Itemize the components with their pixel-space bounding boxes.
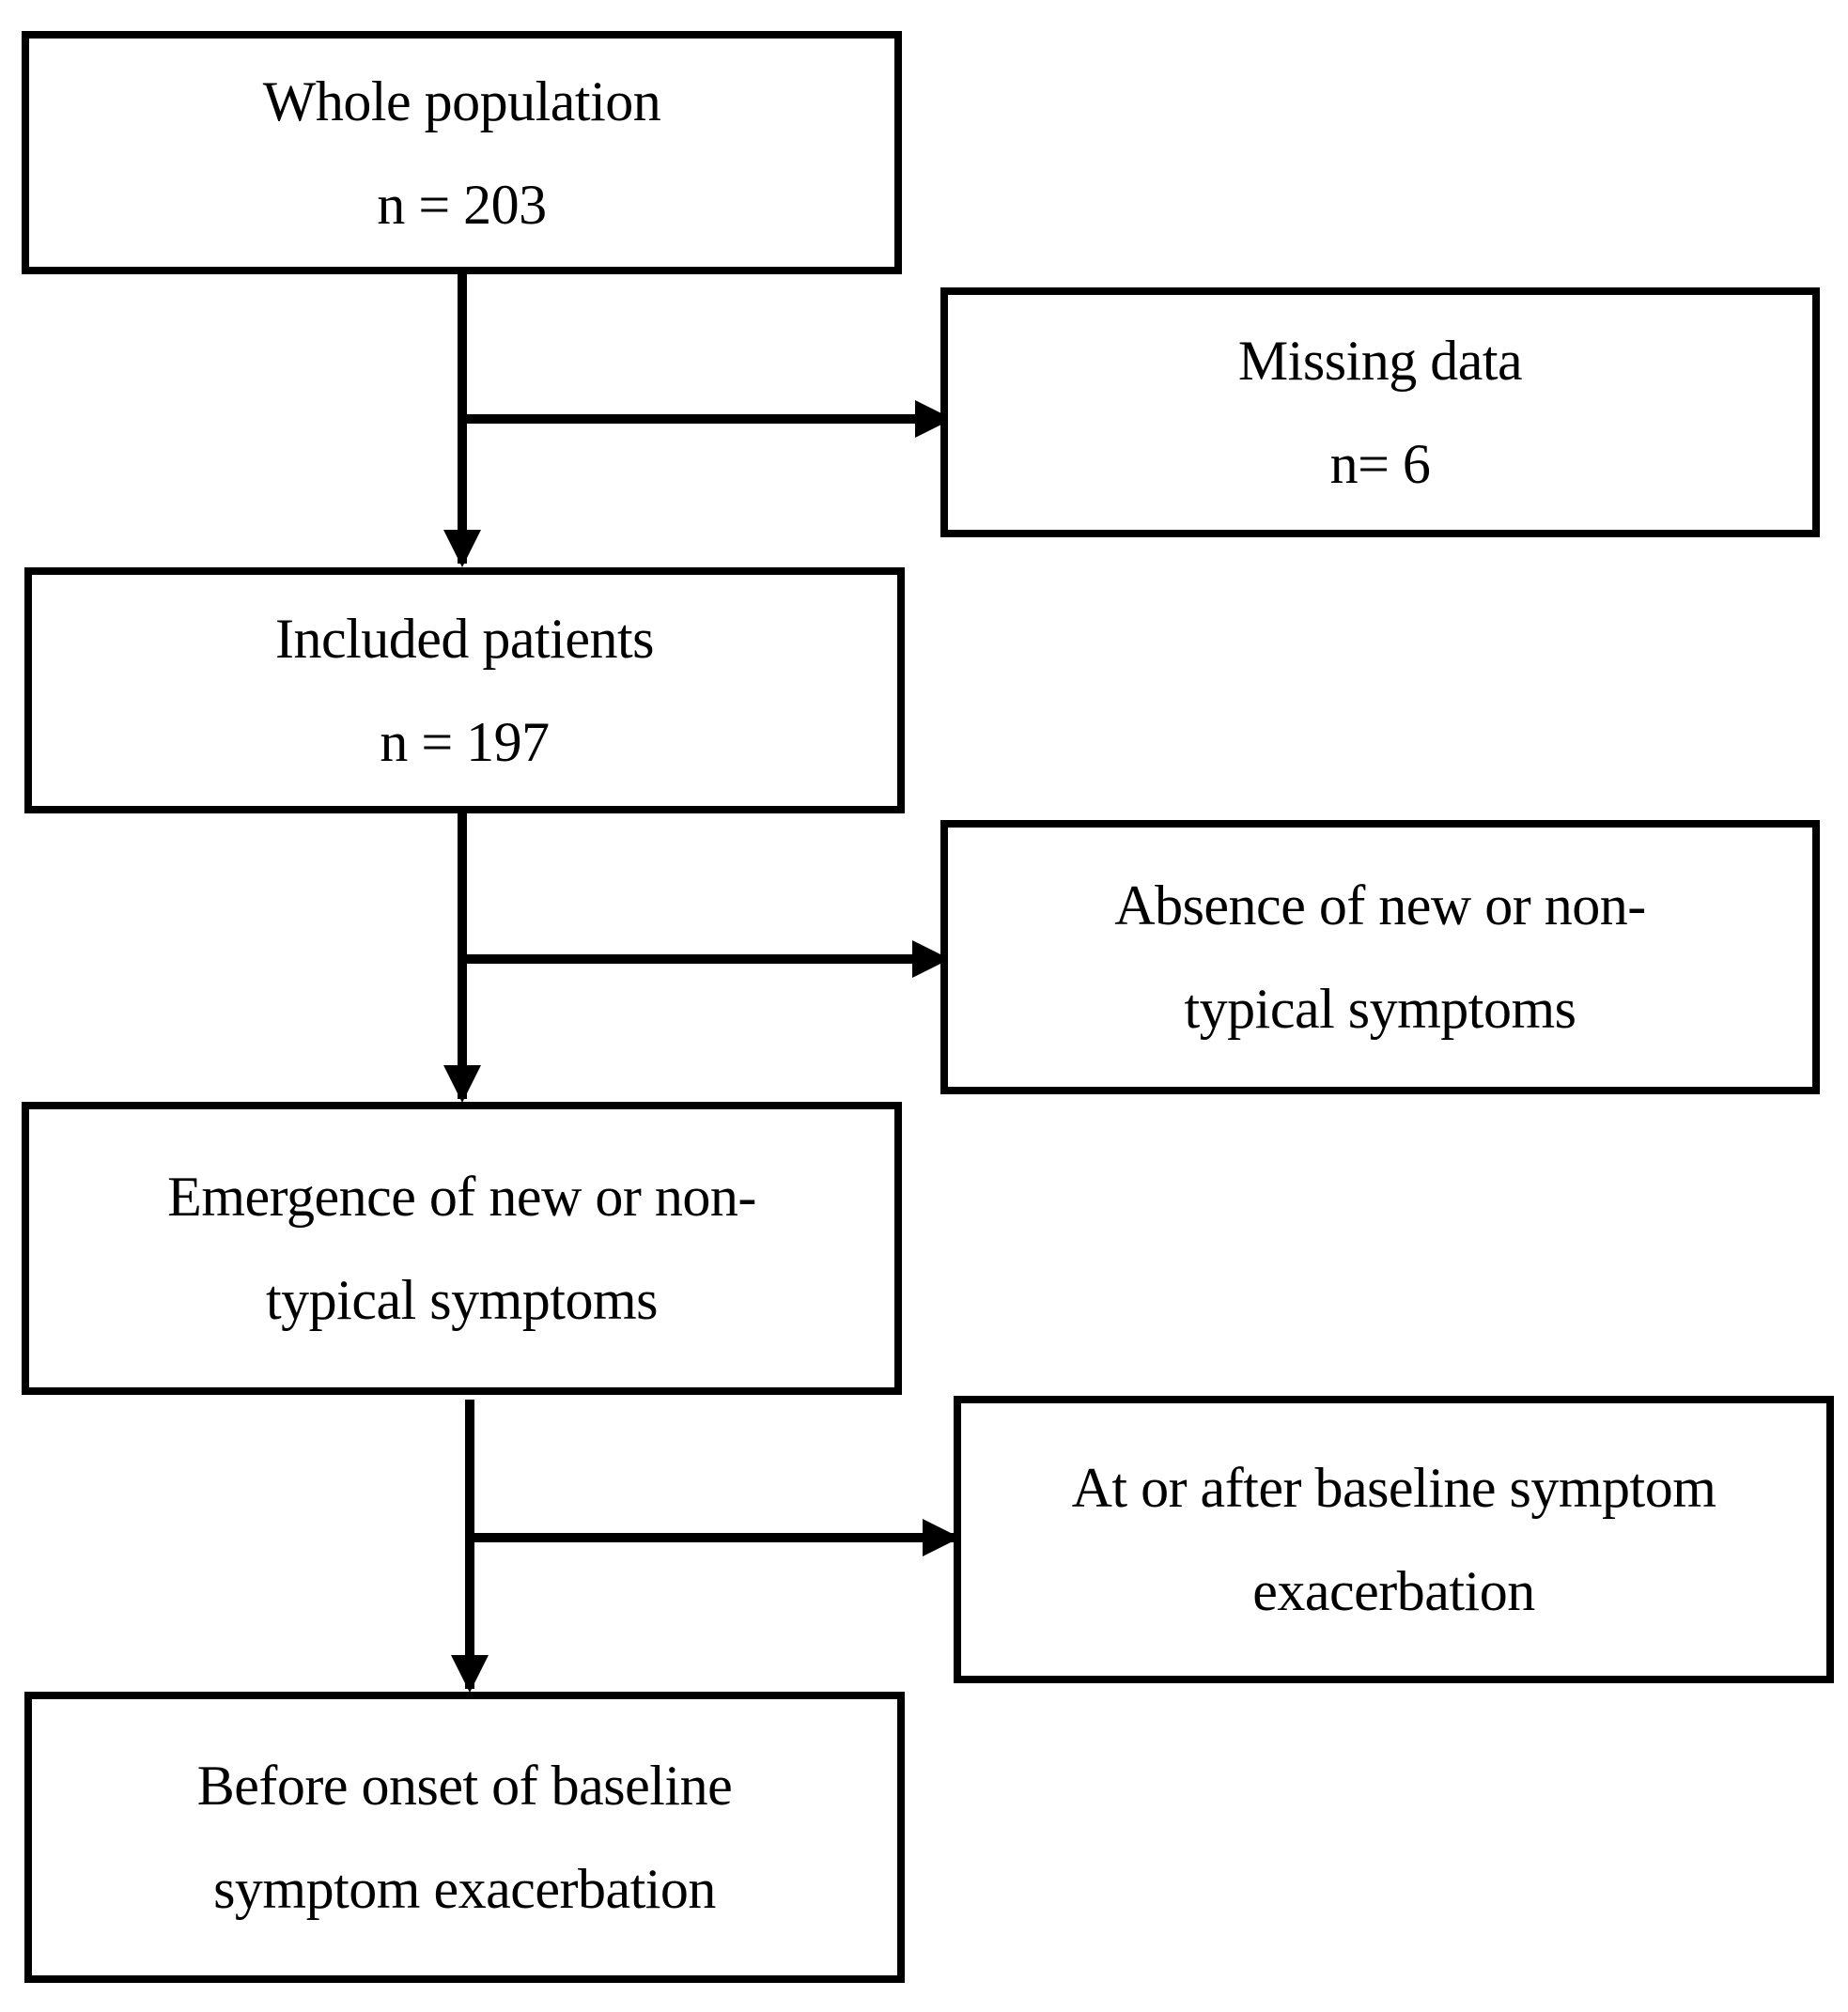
absence-label-line1: Absence of new or non- [1114,874,1646,936]
connector-whole-to-included [443,274,953,567]
included-patients-box: Included patients n = 197 [24,567,905,813]
before-onset-label-line1: Before onset of baseline [196,1755,733,1817]
missing-data-title: Missing data [1237,330,1523,392]
absence-label-line2: typical symptoms [1184,978,1576,1040]
included-patients-count: n = 197 [380,711,550,773]
whole-population-count: n = 203 [377,173,547,236]
absence-of-new-symptoms-box: Absence of new or non- typical symptoms [940,820,1820,1094]
at-or-after-label-line1: At or after baseline symptom [1071,1457,1716,1519]
whole-population-box: Whole population n = 203 [22,31,902,274]
before-onset-label-line2: symptom exacerbation [213,1858,716,1920]
emergence-label-line2: typical symptoms [266,1269,658,1331]
at-or-after-label-line2: exacerbation [1252,1560,1535,1622]
emergence-label-line1: Emergence of new or non- [167,1166,756,1228]
at-or-after-exacerbation-box: At or after baseline symptom exacerbatio… [954,1396,1834,1683]
connector-included-to-emergence [443,813,950,1103]
connector-emergence-to-before [451,1400,960,1693]
missing-data-box: Missing data n= 6 [940,287,1820,537]
before-onset-exacerbation-box: Before onset of baseline symptom exacerb… [24,1692,905,1983]
whole-population-title: Whole population [262,70,661,132]
missing-data-count: n= 6 [1329,433,1431,495]
included-patients-title: Included patients [274,608,655,670]
emergence-of-new-symptoms-box: Emergence of new or non- typical symptom… [22,1102,902,1395]
